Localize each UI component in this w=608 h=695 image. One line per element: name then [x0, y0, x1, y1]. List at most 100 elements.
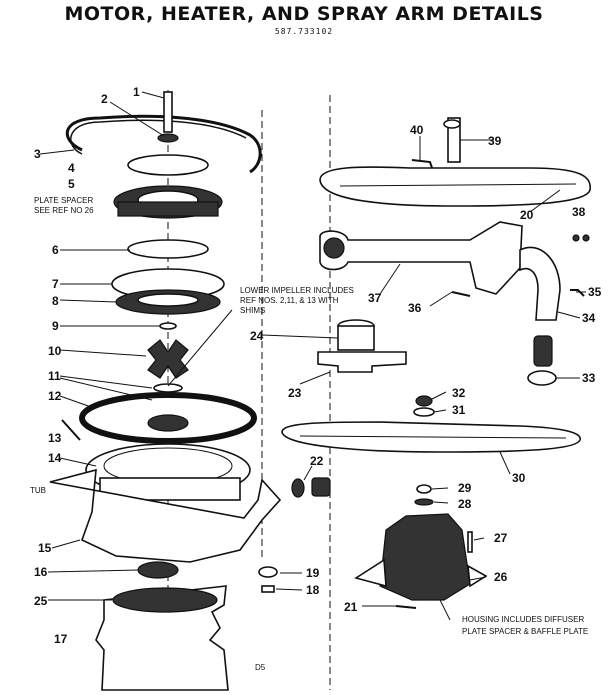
- label-9: 9: [52, 319, 59, 333]
- leader-lines: [39, 91, 586, 621]
- label-29: 29: [458, 481, 472, 495]
- note-lower-impeller-line3: SHIMS: [240, 306, 265, 315]
- label-21: 21: [344, 600, 358, 614]
- label-22: 22: [310, 454, 324, 468]
- label-4: 4: [68, 161, 75, 175]
- part-38-right: [582, 234, 590, 242]
- model-number: 587.733102: [274, 27, 334, 36]
- part-28: [414, 498, 434, 506]
- label-36: 36: [408, 301, 422, 315]
- note-housing-line1: HOUSING INCLUDES DIFFUSER: [462, 615, 584, 624]
- label-12: 12: [48, 389, 62, 403]
- baffle-23: [317, 351, 407, 373]
- label-14: 14: [48, 451, 62, 465]
- label-23: 23: [288, 386, 302, 400]
- label-8: 8: [52, 294, 59, 308]
- note-plate-spacer-line1: PLATE SPACER: [34, 196, 94, 205]
- lower-spray-arm-slot: [299, 435, 567, 439]
- label-38: 38: [572, 205, 586, 219]
- note-lower-impeller-line2: REF NOS. 2,11, & 13 WITH: [240, 296, 339, 305]
- label-19: 19: [306, 566, 320, 580]
- gasket-8-center: [137, 293, 199, 307]
- label-18: 18: [306, 583, 320, 597]
- elbow-34: [519, 246, 561, 321]
- label-1: 1: [133, 85, 140, 99]
- label-20: 20: [520, 208, 534, 222]
- housing-26: [379, 513, 471, 601]
- impeller-10: [147, 339, 189, 379]
- sleeve-34: [533, 335, 553, 367]
- label-11: 11: [48, 369, 61, 383]
- screw-21: [395, 605, 417, 609]
- label-31: 31: [452, 403, 466, 417]
- label-39: 39: [488, 134, 502, 148]
- washer-31: [413, 407, 435, 417]
- label-24: 24: [250, 329, 264, 343]
- note-plate-spacer-line2: SEE REF NO 26: [34, 206, 94, 215]
- label-26: 26: [494, 570, 508, 584]
- label-35: 35: [588, 285, 602, 299]
- gasket-12-hub: [147, 414, 189, 432]
- label-3: 3: [34, 147, 41, 161]
- part-38-left: [572, 234, 580, 242]
- screw-27: [467, 531, 473, 553]
- motor-17: [95, 585, 229, 691]
- label-17: 17: [54, 632, 68, 646]
- label-5: 5: [68, 177, 75, 191]
- screw-1: [163, 91, 173, 133]
- pump-body-14-rim: [99, 477, 241, 501]
- part-number-labels: 1 2 3 4 5 6 7 8 9 10 11 12 13 14 15 16 1…: [34, 85, 602, 646]
- note-tub: TUB: [30, 486, 46, 495]
- label-33: 33: [582, 371, 596, 385]
- label-13: 13: [48, 431, 62, 445]
- upper-spray-arm-slot: [339, 183, 577, 187]
- label-10: 10: [48, 344, 62, 358]
- part-29: [416, 484, 432, 494]
- label-37: 37: [368, 291, 382, 305]
- part-22b: [311, 477, 331, 497]
- shim-11a: [153, 383, 183, 393]
- label-2: 2: [101, 92, 108, 106]
- upper-spray-arm-20: [319, 166, 591, 207]
- label-27: 27: [494, 531, 508, 545]
- label-30: 30: [512, 471, 526, 485]
- label-28: 28: [458, 497, 472, 511]
- cap-24: [337, 325, 375, 351]
- clamp-5: [127, 154, 209, 176]
- label-40: 40: [410, 123, 424, 137]
- footer-code: D5: [255, 663, 266, 672]
- motor-mount-25: [112, 587, 218, 613]
- label-34: 34: [582, 311, 596, 325]
- supply-tube-37-inlet: [323, 237, 345, 259]
- diagram-title: MOTOR, HEATER, AND SPRAY ARM DETAILS: [64, 3, 544, 25]
- part-19: [258, 566, 278, 578]
- part-22a: [291, 478, 305, 498]
- supply-tube-37: [319, 221, 523, 295]
- label-15: 15: [38, 541, 52, 555]
- nut-2: [157, 133, 179, 143]
- part-13: [61, 419, 81, 441]
- plate-6: [127, 239, 209, 259]
- label-32: 32: [452, 386, 466, 400]
- clip-35: [570, 289, 585, 297]
- washer-9: [159, 322, 177, 330]
- label-7: 7: [52, 277, 59, 291]
- note-lower-impeller-line1: LOWER IMPELLER INCLUDES: [240, 286, 354, 295]
- note-housing-line2: PLATE SPACER & BAFFLE PLATE: [462, 627, 588, 636]
- nut-33: [527, 370, 557, 386]
- screw-40: [411, 159, 433, 169]
- heater-element-inner: [70, 119, 247, 155]
- part-18: [261, 585, 275, 593]
- annotation-notes: PLATE SPACER SEE REF NO 26 LOWER IMPELLE…: [30, 196, 588, 672]
- plate-spacer-rim: [117, 201, 219, 217]
- housing-26-fin-right: [467, 564, 488, 588]
- tub-15: [49, 468, 282, 563]
- label-16: 16: [34, 565, 48, 579]
- label-6: 6: [52, 243, 59, 257]
- screw-36: [451, 291, 471, 297]
- nut-32: [415, 395, 433, 407]
- part-16: [137, 561, 179, 579]
- shaft-39-top: [443, 119, 461, 129]
- housing-26-fin-left: [354, 558, 387, 588]
